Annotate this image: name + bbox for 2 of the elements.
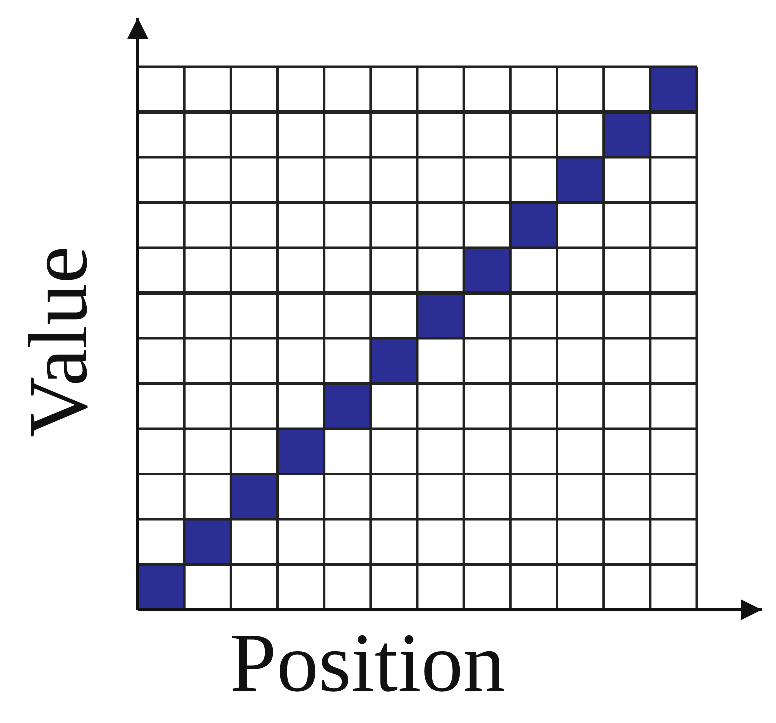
- x-axis-label: Position: [230, 622, 506, 706]
- y-axis-label: Value: [18, 246, 102, 438]
